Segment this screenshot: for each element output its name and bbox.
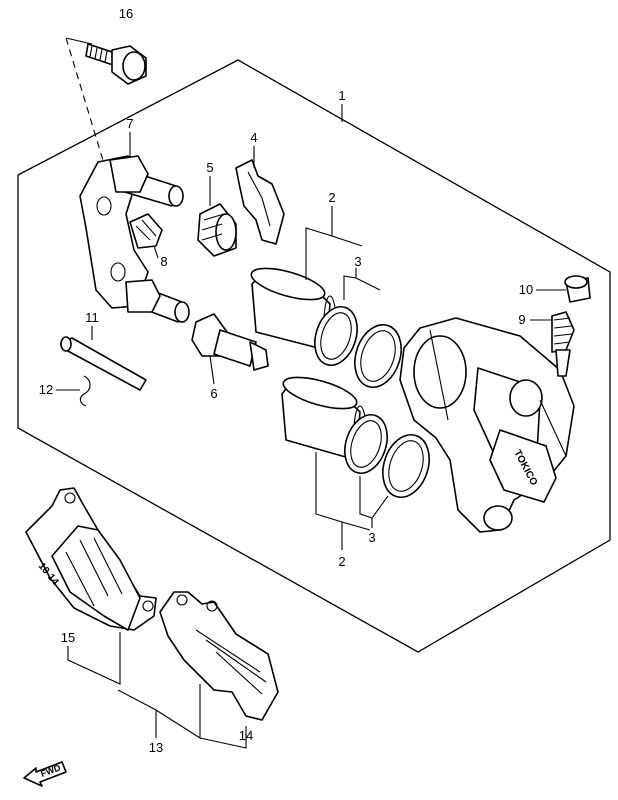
caliper-body: TOKICO bbox=[399, 317, 575, 533]
callout-2-upper: 2 bbox=[328, 190, 335, 205]
callout-2-lower: 2 bbox=[338, 554, 345, 569]
callout-8: 8 bbox=[160, 254, 167, 269]
callout-1: 1 bbox=[338, 88, 345, 103]
clip-12 bbox=[79, 375, 91, 407]
leader-lines bbox=[56, 104, 566, 749]
piston-2-upper bbox=[250, 267, 337, 351]
callout-7: 7 bbox=[126, 116, 133, 131]
callout-13: 13 bbox=[149, 740, 163, 755]
brake-pad-15: 10-14 bbox=[25, 487, 157, 631]
seals-3-lower bbox=[344, 414, 430, 498]
callout-numbers: 1 2 3 2 3 4 5 6 7 8 9 10 11 12 13 14 15 … bbox=[39, 6, 533, 755]
bleeder-valve-9 bbox=[551, 311, 575, 377]
callout-15: 15 bbox=[61, 630, 75, 645]
callout-11: 11 bbox=[85, 310, 99, 325]
callout-4: 4 bbox=[250, 130, 257, 145]
leader-16-tick bbox=[65, 37, 93, 45]
forward-arrow: FWD bbox=[23, 761, 67, 787]
callout-12: 12 bbox=[39, 382, 53, 397]
callout-9: 9 bbox=[518, 312, 525, 327]
assembly-outline bbox=[17, 59, 611, 653]
callout-5: 5 bbox=[206, 160, 213, 175]
pin-boot-6 bbox=[191, 313, 269, 371]
bracket-7 bbox=[79, 155, 190, 323]
callout-10: 10 bbox=[519, 282, 533, 297]
cap-10 bbox=[564, 275, 591, 303]
callout-14: 14 bbox=[239, 728, 253, 743]
callout-16: 16 bbox=[119, 6, 133, 21]
boot-5 bbox=[197, 203, 237, 257]
seals-3-upper bbox=[314, 306, 402, 388]
callout-3-lower: 3 bbox=[368, 530, 375, 545]
pad-pin-11 bbox=[60, 336, 147, 391]
clip-8 bbox=[129, 213, 163, 249]
spring-plate-4 bbox=[235, 159, 285, 245]
piston-2-lower bbox=[281, 376, 367, 461]
bolt-16 bbox=[85, 43, 147, 85]
brake-pad-14 bbox=[159, 591, 279, 721]
callout-3-upper: 3 bbox=[354, 254, 361, 269]
callout-6: 6 bbox=[210, 386, 217, 401]
